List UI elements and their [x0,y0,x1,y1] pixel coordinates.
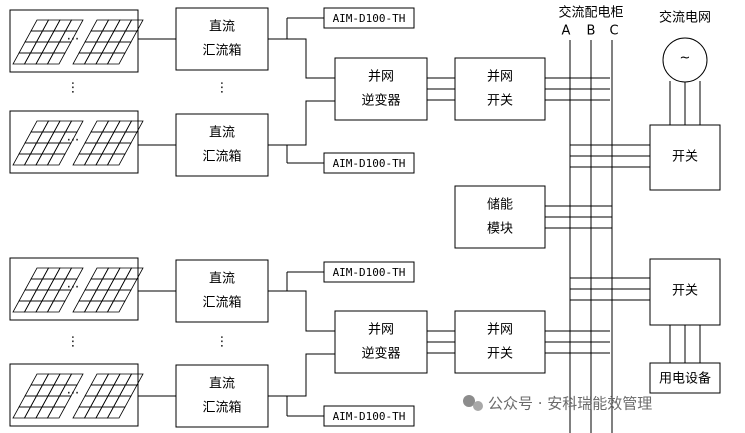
storage-label-line1: 储能 [487,198,513,213]
load-equipment [649,362,721,394]
ac-cabinet-title: 交流配电柜 [558,5,623,21]
storage-label-line2: 模块 [487,222,513,237]
pv-cell [46,300,66,313]
inverter-label-line1: 并网 [368,323,394,338]
grid-switch-label-line1: 并网 [487,70,513,85]
panel-ellipsis: ··· [67,281,79,296]
grid-switch [454,57,546,121]
combiner-to-inverter [287,353,335,397]
monitor-label: AIM-D100-TH [333,157,406,170]
pv-panel [72,120,144,166]
monitor-label: AIM-D100-TH [333,12,406,25]
dc-combiner-label-line1: 直流 [209,377,235,392]
combiner-vertical-ellipsis: ⋮ [216,81,229,96]
storage-module [454,185,546,249]
monitor-module [323,261,415,283]
watermark-text: 公众号 · 安科瑞能效管理 [488,395,652,413]
phase-b-label: B [587,24,596,39]
pv-cell [106,153,126,166]
combiner-to-inverter [287,290,335,332]
grid-switch-label-line2: 开关 [487,347,513,362]
ac-grid-title: 交流电网 [659,10,711,26]
labels: ············⋮⋮⋮⋮直流汇流箱直流汇流箱直流汇流箱直流汇流箱AIM-… [67,5,712,424]
pv-panel [12,373,84,419]
dc-combiner-label-line1: 直流 [209,272,235,287]
dc-combiner-label-line1: 直流 [209,20,235,35]
sine-wave-icon: ~ [680,51,691,66]
pv-cell [46,52,66,65]
dc-combiner-box [175,259,269,323]
grid-switch [454,310,546,374]
ac-grid-source-icon [662,37,708,83]
pv-cell [106,300,126,313]
grid-inverter [334,310,428,374]
dc-combiner-label-line2: 汇流箱 [202,295,241,311]
monitor-module [323,7,415,29]
load-label: 用电设备 [659,371,711,387]
pv-panel [12,19,84,65]
grid-switch-label-line1: 并网 [487,323,513,338]
pv-cell [46,406,66,419]
panel-ellipsis: ··· [67,134,79,149]
inverter-label-line2: 逆变器 [361,346,400,362]
phase-a-label: A [562,24,571,39]
pv-vertical-ellipsis: ⋮ [67,81,80,96]
pv-panel [12,267,84,313]
combiner-vertical-ellipsis: ⋮ [216,335,229,350]
wechat-icon-part [473,401,483,411]
wires [138,17,701,433]
pv-cell [106,52,126,65]
combiner-to-inverter [287,38,335,79]
panel-ellipsis: ··· [67,387,79,402]
monitor-label: AIM-D100-TH [333,266,406,279]
monitor-label: AIM-D100-TH [333,410,406,423]
pv-panel [72,267,144,313]
dc-combiner-label-line2: 汇流箱 [202,400,241,416]
monitor-module [323,152,415,174]
switch-upper [649,124,721,191]
monitor-module [323,405,415,427]
pv-cell [106,406,126,419]
pv-panel [12,120,84,166]
phase-c-label: C [609,24,618,39]
panel-ellipsis: ··· [67,33,79,48]
blocks [9,7,721,428]
dc-combiner-box [175,113,269,177]
dc-combiner-label-line2: 汇流箱 [202,43,241,59]
pv-panel [72,19,144,65]
pv-cell [46,153,66,166]
switch-upper-label: 开关 [672,150,698,165]
combiner-to-inverter [287,100,335,146]
inverter-label-line1: 并网 [368,70,394,85]
grid-switch-label-line2: 开关 [487,94,513,109]
dc-combiner-box [175,364,269,428]
pv-vertical-ellipsis: ⋮ [67,335,80,350]
switch-lower [649,258,721,326]
dc-combiner-label-line2: 汇流箱 [202,149,241,165]
grid-inverter [334,57,428,121]
inverter-label-line2: 逆变器 [361,93,400,109]
dc-combiner-label-line1: 直流 [209,126,235,141]
pv-panel [72,373,144,419]
wechat-icon [463,395,475,407]
switch-lower-label: 开关 [672,284,698,299]
dc-combiner-box [175,7,269,71]
